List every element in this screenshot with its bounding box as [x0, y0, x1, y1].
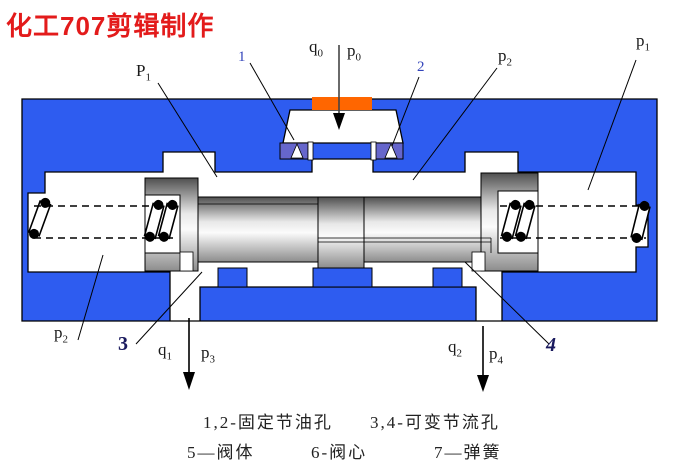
spring-right-cap-a	[500, 199, 522, 242]
outlet-q1-arrow	[183, 318, 195, 390]
label-q1: q1	[158, 340, 172, 363]
leader-p1-top-right	[587, 59, 637, 191]
label-p2-bottom-left: p2	[54, 323, 68, 346]
label-q0: q0	[309, 37, 323, 60]
leader-lines	[77, 59, 637, 345]
variable-orifice-3-gap	[179, 251, 194, 272]
watermark-title: 化工707剪辑制作	[6, 11, 215, 41]
label-orifice-4: 4	[546, 334, 556, 356]
inlet-flow-arrow	[333, 45, 345, 130]
label-q2: q2	[448, 337, 462, 360]
spring-right-cap-b	[514, 199, 536, 242]
flow-arrows	[183, 45, 489, 392]
fixed-orifice-2	[370, 141, 404, 161]
label-p4: p4	[489, 344, 503, 367]
spool-center-land	[317, 196, 365, 269]
leader-P1-top-left	[157, 82, 218, 178]
label-p0: p0	[347, 41, 361, 64]
leader-4	[464, 261, 550, 345]
spring-left-wall	[27, 197, 52, 239]
spring-left-cap-b	[157, 199, 179, 242]
outlet-q2-arrow	[477, 326, 489, 392]
leader-3	[135, 271, 203, 345]
legend-fixed-orifices: 1,2-固定节油孔	[203, 413, 333, 432]
leader-1	[249, 62, 295, 141]
label-P1-top-left: P1	[136, 61, 151, 84]
body-floor-bosses	[217, 267, 463, 288]
label-p2-top: p2	[498, 46, 512, 69]
label-p1-top-right: p1	[636, 31, 650, 54]
inlet-restrictor-plate	[312, 97, 372, 110]
label-orifice-3: 3	[118, 333, 128, 355]
valve-spool	[144, 172, 539, 272]
leader-p2-top	[412, 67, 498, 181]
spool-step-lines	[198, 203, 492, 253]
legend-valve-body: 5—阀体	[187, 443, 255, 462]
fixed-orifice-1	[279, 141, 314, 161]
legend-variable-orifices: 3,4-可变节流孔	[370, 413, 500, 432]
label-p3: p3	[201, 343, 215, 366]
legend-valve-spool: 6-阀心	[311, 443, 368, 462]
leader-2	[391, 76, 420, 147]
label-orifice-2: 2	[417, 59, 425, 75]
label-orifice-1: 1	[238, 49, 246, 65]
spring-left-cap-a	[143, 199, 165, 242]
leader-p2-bottom-left	[77, 254, 104, 341]
spool-right-recess	[497, 190, 539, 254]
legend-spring: 7—弹簧	[434, 443, 502, 462]
variable-orifice-4-gap	[471, 251, 486, 272]
